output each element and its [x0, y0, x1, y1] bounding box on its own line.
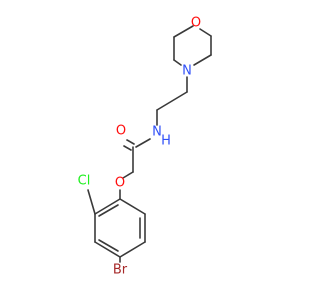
bond-c2-n	[173, 59, 182, 66]
molecule-structure-diagram: O N N H O O Cl Br	[78, 16, 212, 278]
morpholine-oxygen-label: O	[191, 16, 201, 31]
bond-ring-c1-c2	[94, 198, 121, 215]
bond-c4-o	[199, 28, 212, 37]
bond-ch2a-ch2b	[156, 91, 188, 111]
bond-nh-carbonyl	[135, 138, 151, 148]
amide-nitrogen-label: N	[152, 125, 162, 140]
bond-n-c3	[193, 54, 212, 66]
bond-ring-cl	[87, 189, 96, 215]
chlorine-label: Cl	[78, 174, 91, 189]
bromine-label: Br	[113, 263, 128, 278]
amide-hydrogen-label: H	[161, 134, 171, 149]
bond-ring-c3-c4	[94, 241, 121, 258]
bond-carbonyl-o-a	[126, 139, 135, 145]
bond-ring-c1-c2-inner	[98, 204, 119, 217]
bond-ring-c6-c1	[119, 198, 146, 215]
bond-o-c1	[173, 25, 194, 38]
bond-ring-c4-c5	[119, 241, 146, 258]
ether-oxygen-label: O	[115, 176, 125, 191]
bond-ring-c3-c4-inner	[98, 239, 119, 252]
carbonyl-oxygen-label: O	[116, 124, 126, 139]
bond-ch2-ether-o	[122, 171, 134, 179]
morpholine-nitrogen-label: N	[182, 64, 192, 79]
atom-labels: O N N H O O Cl Br	[78, 16, 201, 278]
bond-carbonyl-o-b	[123, 145, 132, 151]
bonds	[87, 25, 212, 263]
